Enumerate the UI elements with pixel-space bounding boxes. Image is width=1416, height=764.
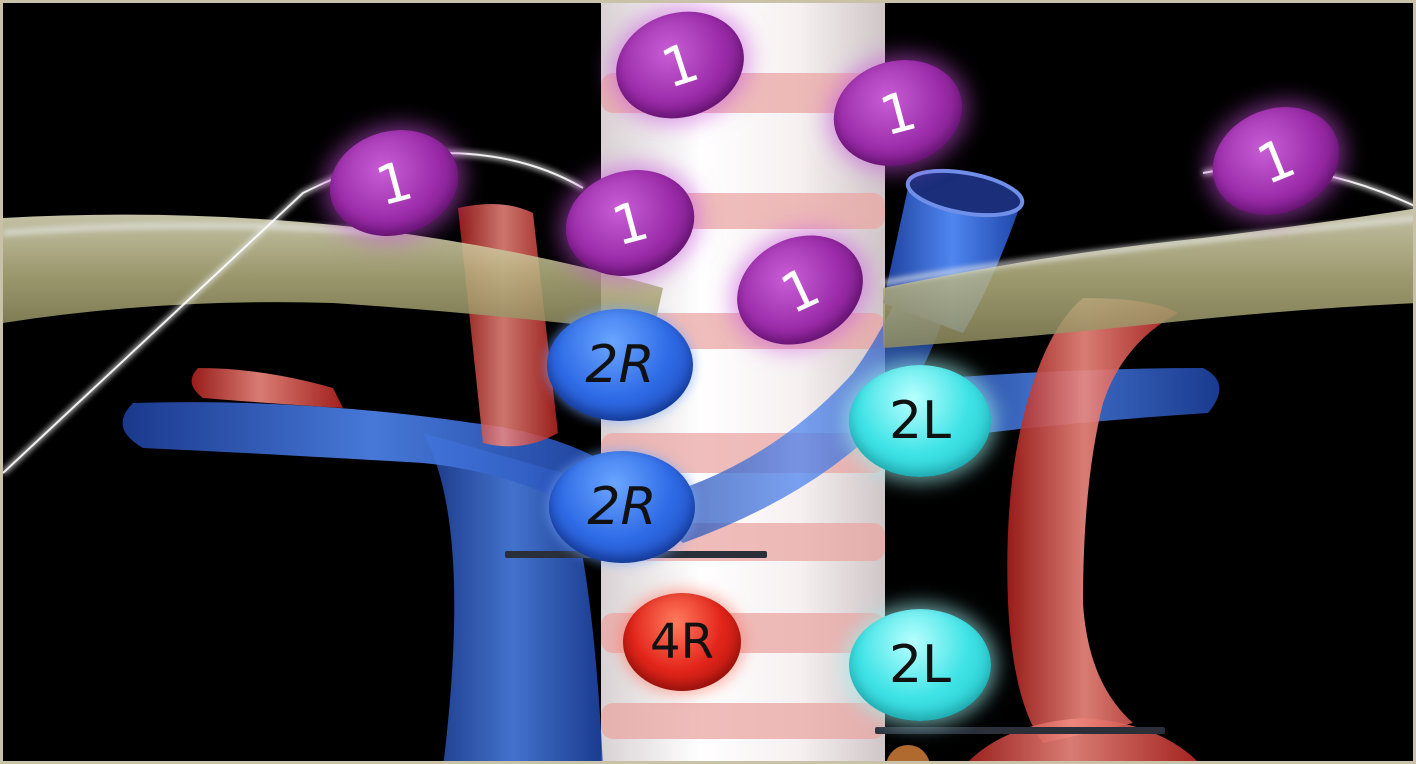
- right-clavicle: [3, 215, 663, 333]
- right-subclavian-artery: [192, 368, 343, 408]
- right-common-carotid-artery: [458, 204, 558, 446]
- node-label: 1: [605, 188, 654, 258]
- node-label: 4R: [650, 614, 714, 670]
- station-4r-node[interactable]: 4R: [623, 593, 741, 691]
- node-label: 1: [771, 254, 829, 326]
- node-label: 1: [654, 30, 706, 101]
- node-label: 2R: [587, 477, 656, 537]
- aortic-arch: [963, 718, 1203, 764]
- node-label: 2L: [889, 391, 951, 451]
- node-label: 2L: [889, 635, 951, 695]
- node-label: 2R: [585, 335, 654, 395]
- station-2r-node[interactable]: 2R: [549, 451, 695, 563]
- station-2l-boundary-line: [875, 727, 1165, 734]
- left-subclavian-artery: [1007, 298, 1178, 743]
- vessel-stub: [886, 745, 930, 764]
- station-2l-node[interactable]: 2L: [849, 609, 991, 721]
- node-label: 1: [369, 148, 418, 218]
- node-label: 1: [873, 78, 922, 148]
- station-2r-node[interactable]: 2R: [547, 309, 693, 421]
- node-label: 1: [1248, 125, 1303, 196]
- station-2l-node[interactable]: 2L: [849, 365, 991, 477]
